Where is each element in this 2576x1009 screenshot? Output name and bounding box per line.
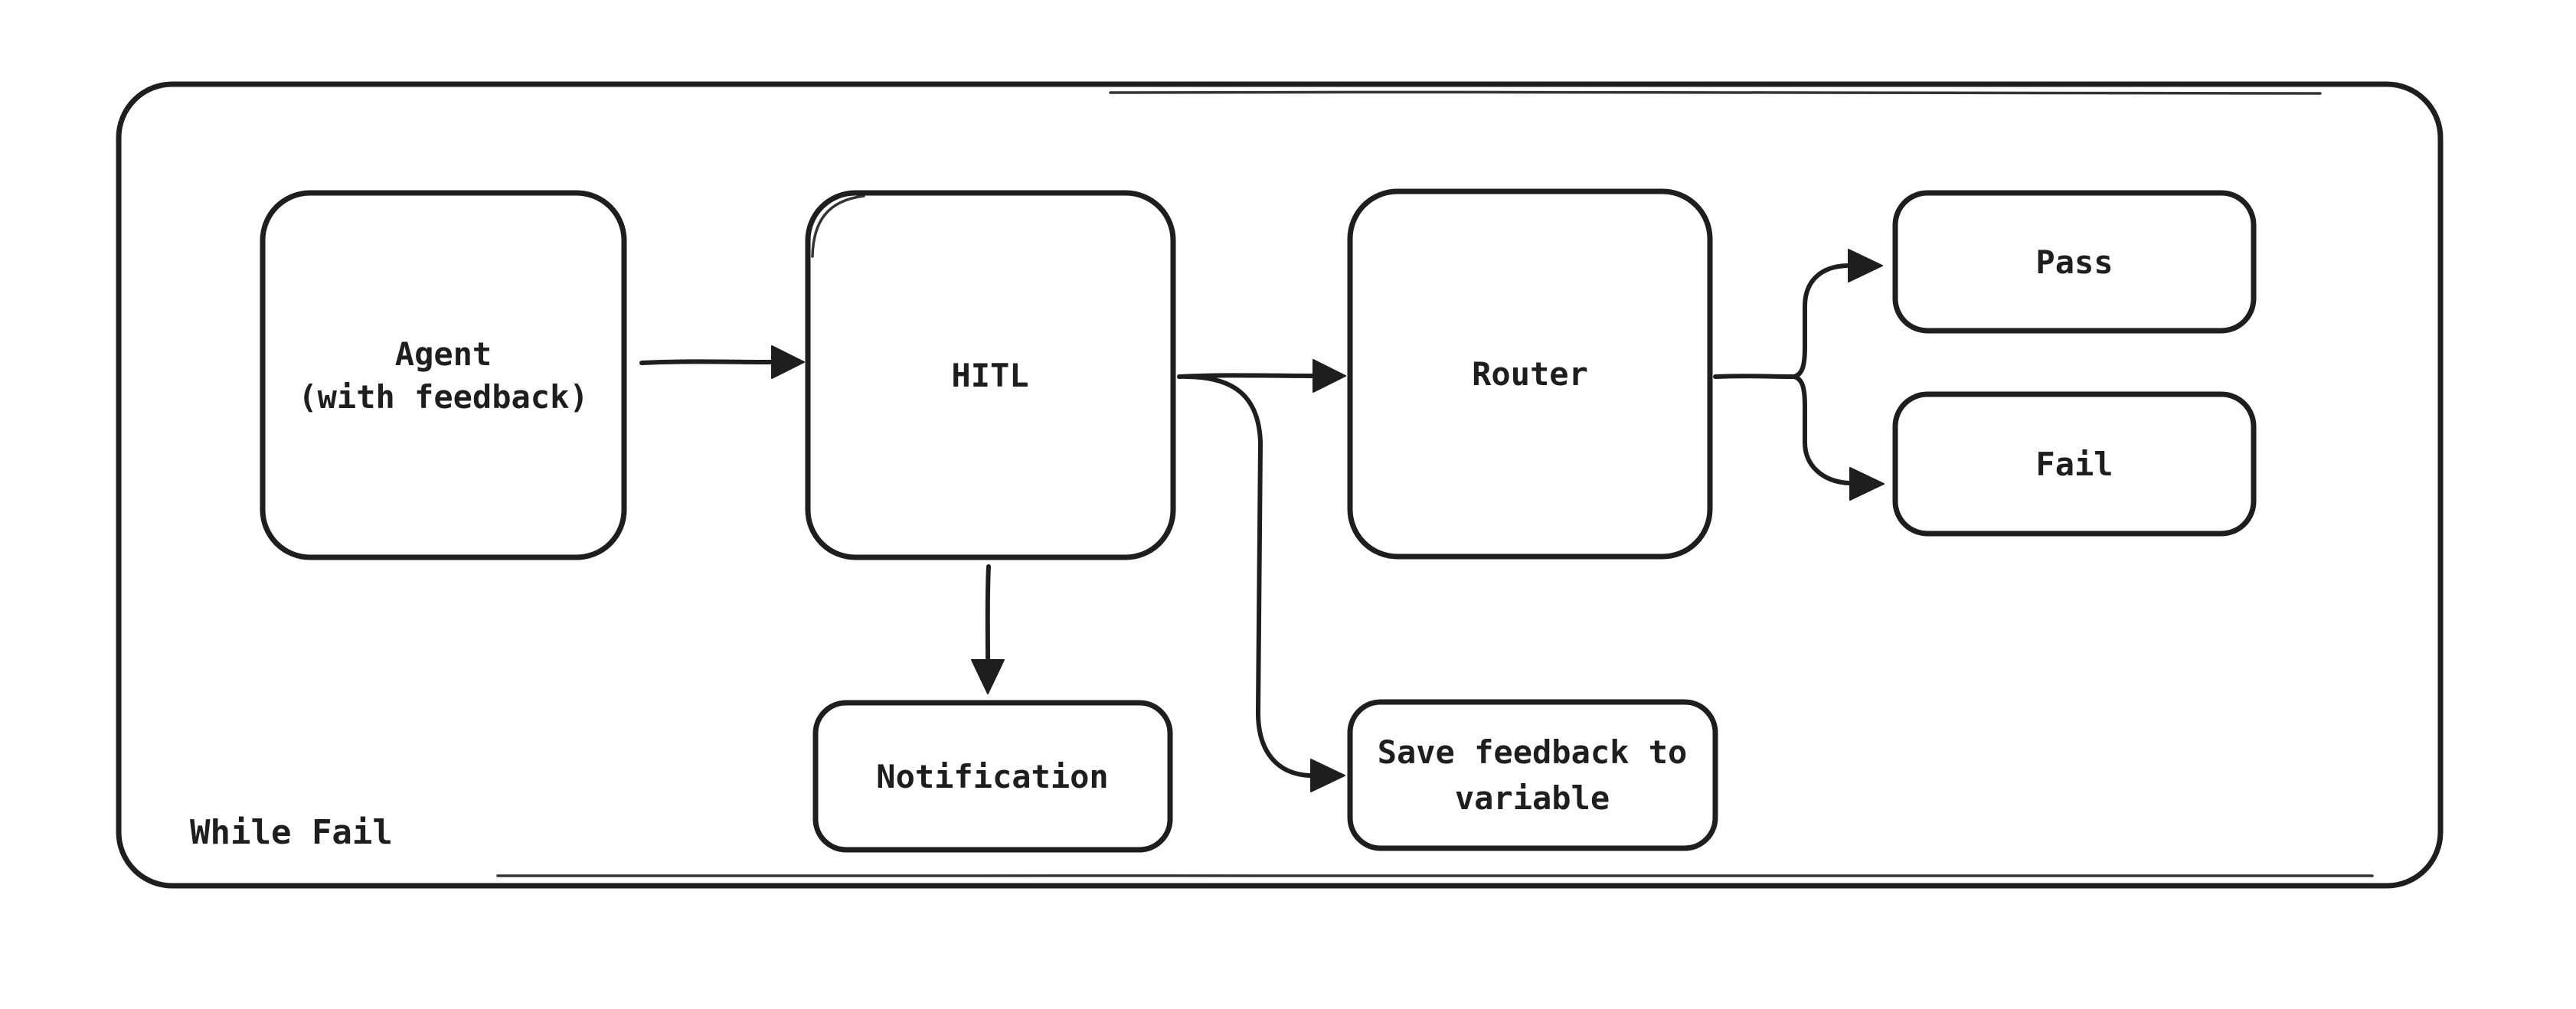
node-router-box [1347,188,1713,560]
while-fail-label: While Fail [190,813,393,852]
node-save-feedback-label-line2: variable [1455,779,1610,817]
edge-hitl-save-feedback [1183,374,1345,792]
arrowhead-hitl-router [1313,359,1346,393]
node-notification-box [812,700,1173,853]
arrowhead-hitl-save-feedback [1310,759,1345,792]
while-fail-container: While Fail [116,81,2444,889]
edge-agent-hitl [639,345,805,379]
node-hitl-box [805,190,1176,560]
node-pass-label: Pass [2035,243,2113,281]
sketch-double-line-bottom [496,874,2374,878]
edge-hitl-notification [971,564,1005,694]
sketch-double-line-top [1109,90,2322,95]
arrowhead-agent-hitl [771,345,805,379]
node-router: Router [1347,188,1713,560]
while-fail-container-box [116,81,2444,889]
node-save-feedback-label-line1: Save feedback to [1378,733,1688,771]
node-agent-label-line1: Agent [395,335,492,373]
node-save-feedback: Save feedback to variable [1347,699,1718,851]
edge-router-pass-line [1792,263,1849,379]
edge-hitl-notification-line [985,564,991,661]
arrowhead-router-fail [1849,467,1885,501]
arrowhead-hitl-notification [971,659,1005,694]
arrowhead-router-pass [1848,249,1883,282]
node-pass-box [1892,190,2257,334]
node-fail-label: Fail [2035,446,2113,483]
edge-hitl-save-feedback-line [1183,374,1312,778]
node-router-label: Router [1472,355,1588,393]
node-notification: Notification [812,700,1173,853]
node-agent-label-line2: (with feedback) [298,378,588,416]
edge-router-fail-line [1792,374,1851,485]
node-hitl-label: HITL [951,357,1028,394]
node-hitl: HITL [805,190,1176,560]
node-agent: Agent (with feedback) [260,190,627,560]
node-pass: Pass [1892,190,2257,334]
node-agent-box [260,190,627,560]
edge-router-split [1713,249,1885,501]
sketch-hitl-corner-overlap [811,194,865,258]
node-fail: Fail [1892,391,2257,537]
node-notification-label: Notification [876,758,1108,795]
edge-agent-hitl-line [639,359,774,365]
node-save-feedback-box [1347,699,1718,851]
edge-router-split-stem [1713,374,1796,379]
node-fail-box [1892,391,2257,537]
